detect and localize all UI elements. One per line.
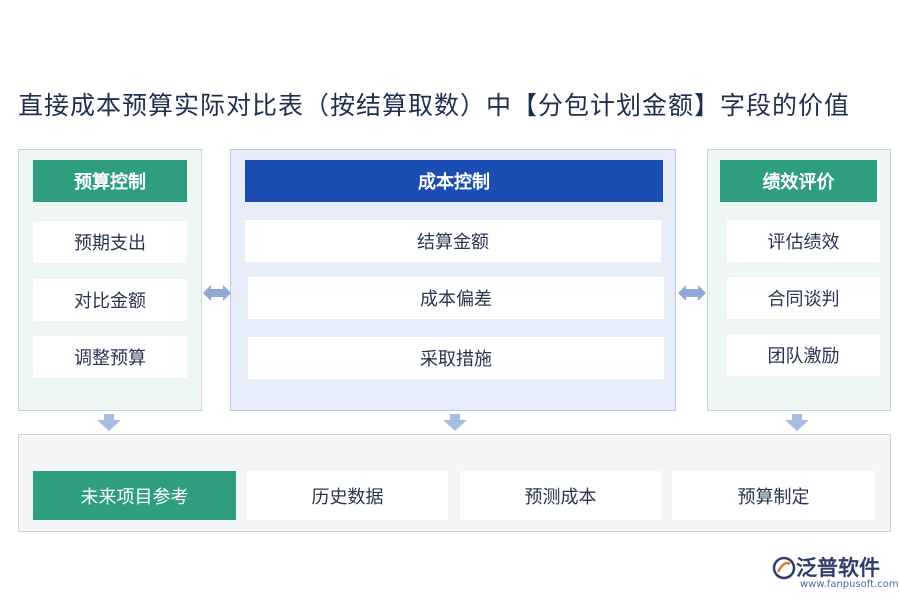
left-middle-double-arrow-icon <box>203 285 231 301</box>
left-down-arrow-icon <box>97 414 121 431</box>
cost-item-take-measures: 采取措施 <box>248 337 664 379</box>
budget-item-compare-amount: 对比金额 <box>33 279 187 321</box>
future-item-forecast-cost: 预测成本 <box>460 471 661 520</box>
brand-mark-icon <box>772 556 796 580</box>
right-down-arrow-icon <box>785 414 809 431</box>
performance-item-contract-negotiation: 合同谈判 <box>727 277 880 319</box>
performance-evaluation-header: 绩效评价 <box>720 160 877 202</box>
brand-logo: 泛普软件 www.fanpusoft.com <box>770 552 899 596</box>
budget-item-expected-spend: 预期支出 <box>33 221 187 263</box>
budget-control-header: 预算控制 <box>33 160 187 202</box>
brand-name: 泛普软件 <box>796 556 880 580</box>
performance-item-evaluate: 评估绩效 <box>727 220 880 262</box>
brand-url: www.fanpusoft.com <box>800 579 899 590</box>
cost-item-cost-deviation: 成本偏差 <box>248 277 664 319</box>
performance-item-team-incentive: 团队激励 <box>727 334 880 376</box>
budget-item-adjust-budget: 调整预算 <box>33 336 187 378</box>
cost-control-header: 成本控制 <box>245 160 663 202</box>
future-reference-header: 未来项目参考 <box>33 471 236 520</box>
future-item-historical-data: 历史数据 <box>247 471 448 520</box>
cost-item-settlement-amount: 结算金额 <box>245 220 661 262</box>
middle-down-arrow-icon <box>443 414 467 431</box>
future-item-budget-making: 预算制定 <box>672 471 875 520</box>
page-title: 直接成本预算实际对比表（按结算取数）中【分包计划金额】字段的价值 <box>18 91 851 120</box>
middle-right-double-arrow-icon <box>678 285 706 301</box>
